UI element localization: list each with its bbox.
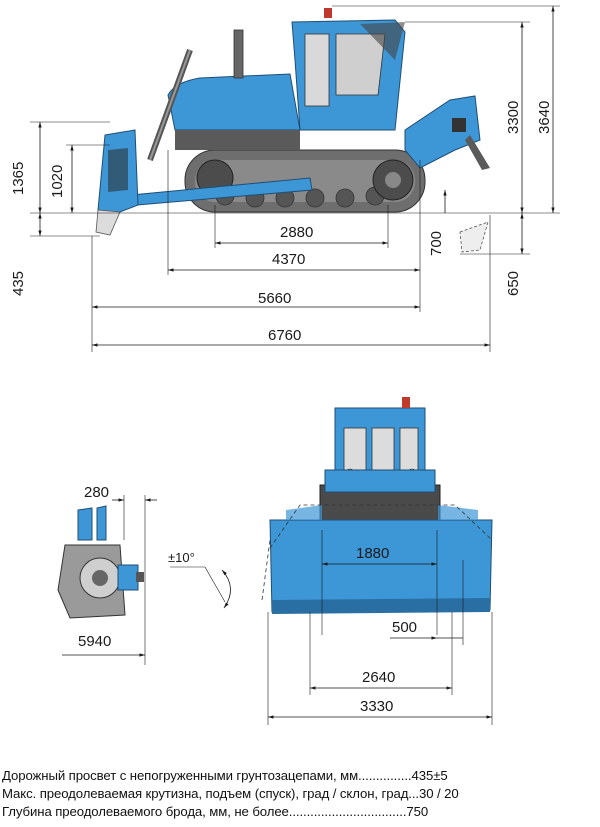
engine-hood [167, 73, 301, 131]
dim-1880: 1880 [356, 545, 389, 562]
dim-435: 435 [10, 271, 27, 296]
spec-ground-clearance: Дорожный просвет с непогруженными грунто… [2, 768, 448, 783]
exhaust-pipe [233, 29, 244, 79]
side-view-bulldozer [95, 8, 490, 253]
dim-700: 700 [428, 231, 445, 256]
front-blade [269, 519, 493, 613]
front-view-bulldozer [261, 397, 493, 614]
dim-3330: 3330 [360, 698, 393, 715]
spec-ford-depth: Глубина преодолеваемого брода, мм, не бо… [2, 804, 429, 819]
spec-max-slope: Макс. преодолеваемая крутизна, подъем (с… [2, 786, 459, 801]
dim-500: 500 [392, 619, 417, 636]
dim-4370: 4370 [272, 251, 305, 268]
dim-3300: 3300 [505, 101, 522, 134]
dim-5660: 5660 [258, 290, 291, 307]
dim-3640: 3640 [536, 101, 553, 134]
dim-1365: 1365 [10, 162, 27, 195]
dim-1020: 1020 [49, 165, 66, 198]
dim-6760: 6760 [268, 327, 301, 344]
dim-angle: ±10° [168, 550, 195, 565]
dim-2880: 2880 [280, 224, 313, 241]
dim-5940: 5940 [78, 633, 111, 650]
technical-drawing: 1365 1020 435 2880 4370 5660 6760 700 65… [10, 5, 560, 725]
blade-section-view [57, 505, 144, 619]
cab-window [304, 33, 330, 107]
specifications-list: Дорожный просвет с непогруженными грунто… [2, 767, 600, 821]
ripper [404, 95, 481, 169]
dim-2640: 2640 [362, 669, 395, 686]
dim-280: 280 [84, 484, 109, 501]
dim-650: 650 [505, 271, 522, 296]
